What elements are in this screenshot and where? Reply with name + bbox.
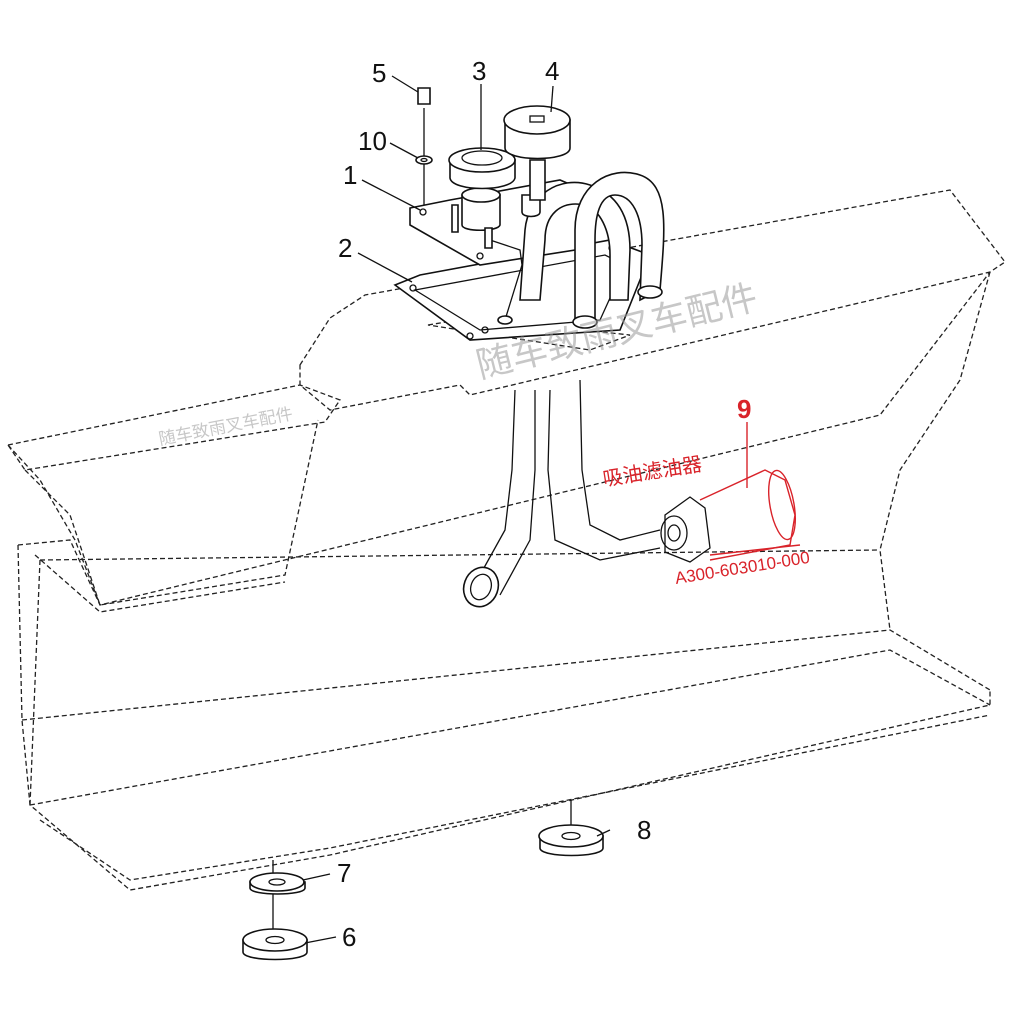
callout-numbers: 1 2 3 4 5 10 8 7 6 9 bbox=[337, 56, 751, 952]
callout-3: 3 bbox=[472, 56, 486, 86]
breather bbox=[503, 105, 571, 218]
part-name-label: 吸油滤油器 bbox=[601, 452, 704, 491]
bottom-washers bbox=[242, 800, 604, 961]
callout-1: 1 bbox=[343, 160, 357, 190]
callout-9: 9 bbox=[737, 394, 751, 424]
screw-and-washer bbox=[415, 87, 493, 249]
callout-5: 5 bbox=[372, 58, 386, 88]
callout-7: 7 bbox=[337, 858, 351, 888]
callout-10: 10 bbox=[358, 126, 387, 156]
filler-cap bbox=[448, 147, 516, 232]
return-hoses bbox=[489, 171, 665, 329]
callout-6: 6 bbox=[342, 922, 356, 952]
callout-8: 8 bbox=[637, 815, 651, 845]
watermark-small: 随车致雨叉车配件 bbox=[157, 404, 294, 450]
suction-pipes bbox=[462, 379, 661, 608]
leader-lines bbox=[302, 75, 748, 944]
callout-2: 2 bbox=[338, 233, 352, 263]
callout-4: 4 bbox=[545, 56, 559, 86]
suction-filter bbox=[660, 469, 801, 563]
